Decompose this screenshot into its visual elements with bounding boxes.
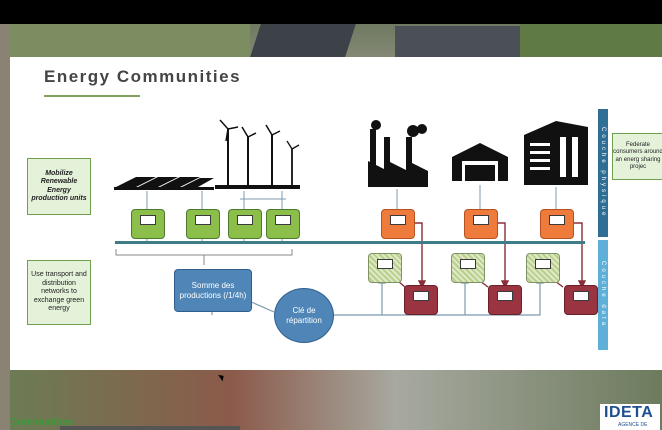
producer-meter-icon: [186, 209, 220, 239]
left-window-edge: [0, 24, 10, 430]
diagram-graphics: [114, 119, 588, 316]
mobilize-box: Mobilize Renewable Energy production uni…: [27, 158, 91, 215]
consumer-meter-icon: [464, 209, 498, 239]
data-meter-icon: [526, 253, 560, 283]
producer-meter-icon: [228, 209, 262, 239]
slide-title: Energy Communities: [44, 67, 242, 86]
solar-panels-icon: [114, 177, 214, 190]
distribution-network-line: [115, 241, 585, 244]
data-meter-icon: [451, 253, 485, 283]
top-black-bar: [0, 0, 662, 24]
consumer-meter-icon: [381, 209, 415, 239]
data-layer-band: Couche data: [598, 240, 608, 350]
title-underline: [44, 95, 140, 97]
producer-meter-icon: [266, 209, 300, 239]
physical-layer-band: Couche physique: [598, 109, 608, 237]
communities-label: Communities: [10, 417, 74, 428]
federate-note: Federate consumers around an energ shari…: [612, 133, 662, 180]
ideta-logo: IDETA AGENCE DE: [600, 404, 660, 430]
transport-box: Use transport and distribution networks …: [27, 260, 91, 325]
logo-subtext: AGENCE DE: [618, 422, 648, 428]
photo-roof: [249, 24, 356, 60]
wind-turbines-icon: [215, 119, 300, 189]
cle-repartition-circle: Clé de répartition: [274, 288, 334, 343]
logo-text: IDETA: [604, 404, 654, 421]
data-meter-icon: [368, 253, 402, 283]
somme-productions-box: Somme des productions (/1/4h): [174, 269, 252, 312]
photo-grass: [0, 24, 250, 60]
producer-meter-icon: [131, 209, 165, 239]
footer-bar: [60, 426, 240, 430]
consumption-meter-icon: [404, 285, 438, 315]
consumption-meter-icon: [564, 285, 598, 315]
photo-bottom: [0, 370, 662, 430]
consumption-meter-icon: [488, 285, 522, 315]
photo-roof: [395, 26, 525, 60]
office-building-icon: [524, 121, 588, 185]
consumer-meter-icon: [540, 209, 574, 239]
presentation-slide: Energy Communities Mobilize Renewable En…: [10, 57, 662, 370]
producers-bracket: [115, 249, 293, 265]
photo-trees: [520, 24, 662, 60]
factory-icon: [368, 120, 428, 187]
warehouse-icon: [452, 143, 508, 181]
